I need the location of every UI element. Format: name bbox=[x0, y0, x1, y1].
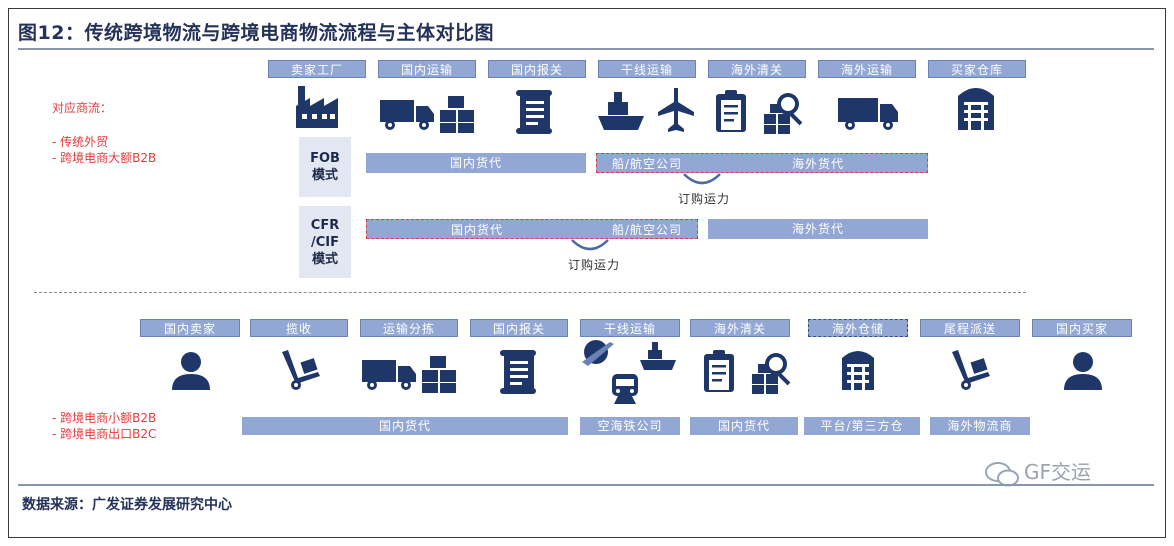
data-source: 数据来源：广发证券发展研究中心 bbox=[22, 497, 232, 513]
fob-overseas-forwarder: 海外货代 bbox=[791, 157, 844, 171]
stage-buyer-warehouse: 买家仓库 bbox=[928, 60, 1026, 78]
bottom-air-sea-rail-company: 空海铁公司 bbox=[580, 417, 680, 435]
fob-order-arc bbox=[683, 173, 721, 185]
cfr-mode-box: CFR /CIF 模式 bbox=[299, 206, 351, 278]
cfr-mode-line3: 模式 bbox=[311, 251, 338, 267]
cfr-domestic-carrier-group: 国内货代 船/航空公司 bbox=[366, 219, 698, 239]
cfr-mode-line1: CFR bbox=[310, 217, 340, 233]
document-icon-2 bbox=[500, 350, 536, 394]
cfr-order-capacity-note: 订购运力 bbox=[568, 258, 621, 272]
truck-icon bbox=[838, 98, 898, 130]
stage-overseas-clearance: 海外清关 bbox=[708, 60, 806, 78]
watermark-text: GF交运 bbox=[1024, 460, 1092, 484]
fob-order-capacity-note: 订购运力 bbox=[678, 192, 731, 206]
person-icon-2 bbox=[1064, 352, 1102, 390]
section-divider bbox=[34, 292, 1026, 293]
truck-boxes-icon-2 bbox=[362, 356, 456, 393]
footer-divider bbox=[18, 484, 1154, 486]
stage-domestic-buyer: 国内买家 bbox=[1032, 319, 1132, 337]
stage-last-mile: 尾程派送 bbox=[920, 319, 1020, 337]
cfr-overseas-forwarder: 海外货代 bbox=[708, 219, 928, 239]
stage-trunk-transport-2: 干线运输 bbox=[580, 319, 680, 337]
stage-pickup: 揽收 bbox=[250, 319, 348, 337]
stage-transport-sorting: 运输分拣 bbox=[360, 319, 458, 337]
bottom-domestic-forwarder-2: 国内货代 bbox=[690, 417, 798, 435]
customs-clearance-icon-2 bbox=[704, 350, 791, 394]
title-divider bbox=[18, 48, 1154, 50]
factory-icon bbox=[296, 86, 338, 128]
stage-domestic-transport: 国内运输 bbox=[378, 60, 476, 78]
cfr-domestic-forwarder: 国内货代 bbox=[450, 223, 503, 237]
wechat-icon bbox=[985, 461, 1019, 486]
fob-mode-line1: FOB bbox=[310, 151, 340, 166]
warehouse-icon bbox=[958, 88, 994, 130]
air-sea-rail-icon bbox=[582, 340, 676, 404]
truck-boxes-icon bbox=[380, 96, 474, 133]
stage-domestic-customs: 国内报关 bbox=[488, 60, 586, 78]
stage-domestic-customs-2: 国内报关 bbox=[470, 319, 568, 337]
stage-overseas-transport: 海外运输 bbox=[818, 60, 916, 78]
cfr-mode-line2: /CIF bbox=[310, 234, 339, 250]
fob-mode-line2: 模式 bbox=[311, 168, 338, 183]
stage-trunk-transport: 干线运输 bbox=[598, 60, 696, 78]
fob-carrier: 船/航空公司 bbox=[611, 157, 683, 171]
figure-title: 图12：传统跨境物流与跨境电商物流流程与主体对比图 bbox=[18, 22, 494, 44]
fob-domestic-forwarder: 国内货代 bbox=[366, 153, 586, 173]
flow-traditional-trade: - 传统外贸 bbox=[52, 135, 109, 149]
flow-title: 对应商流： bbox=[52, 101, 113, 115]
flow-cross-border-large-b2b: - 跨境电商大额B2B bbox=[52, 151, 157, 165]
fob-mode-box: FOB 模式 bbox=[299, 137, 351, 197]
stage-overseas-warehousing: 海外仓储 bbox=[808, 319, 908, 337]
bottom-overseas-logistics: 海外物流商 bbox=[930, 417, 1030, 435]
fob-carrier-overseas-group: 船/航空公司 海外货代 bbox=[596, 153, 928, 173]
stage-overseas-clearance-2: 海外清关 bbox=[690, 319, 790, 337]
flow-cross-border-small-b2b: - 跨境电商小额B2B bbox=[52, 411, 157, 425]
person-icon bbox=[172, 352, 210, 390]
bottom-platform-3pl-warehouse: 平台/第三方仓 bbox=[804, 417, 920, 435]
flow-cross-border-export-b2c: - 跨境电商出口B2C bbox=[52, 427, 157, 441]
hand-truck-icon-2 bbox=[952, 350, 990, 390]
document-icon bbox=[516, 90, 552, 134]
hand-truck-icon bbox=[282, 350, 320, 390]
stage-seller-factory: 卖家工厂 bbox=[268, 60, 366, 78]
cfr-carrier: 船/航空公司 bbox=[611, 223, 683, 237]
customs-clearance-icon bbox=[716, 90, 803, 134]
cfr-order-arc bbox=[571, 239, 609, 251]
ship-plane-icon bbox=[598, 88, 694, 132]
watermark: GF交运 bbox=[984, 456, 1091, 488]
warehouse-icon-2 bbox=[842, 351, 874, 390]
stage-domestic-seller: 国内卖家 bbox=[140, 319, 240, 337]
bottom-domestic-forwarder: 国内货代 bbox=[242, 417, 568, 435]
